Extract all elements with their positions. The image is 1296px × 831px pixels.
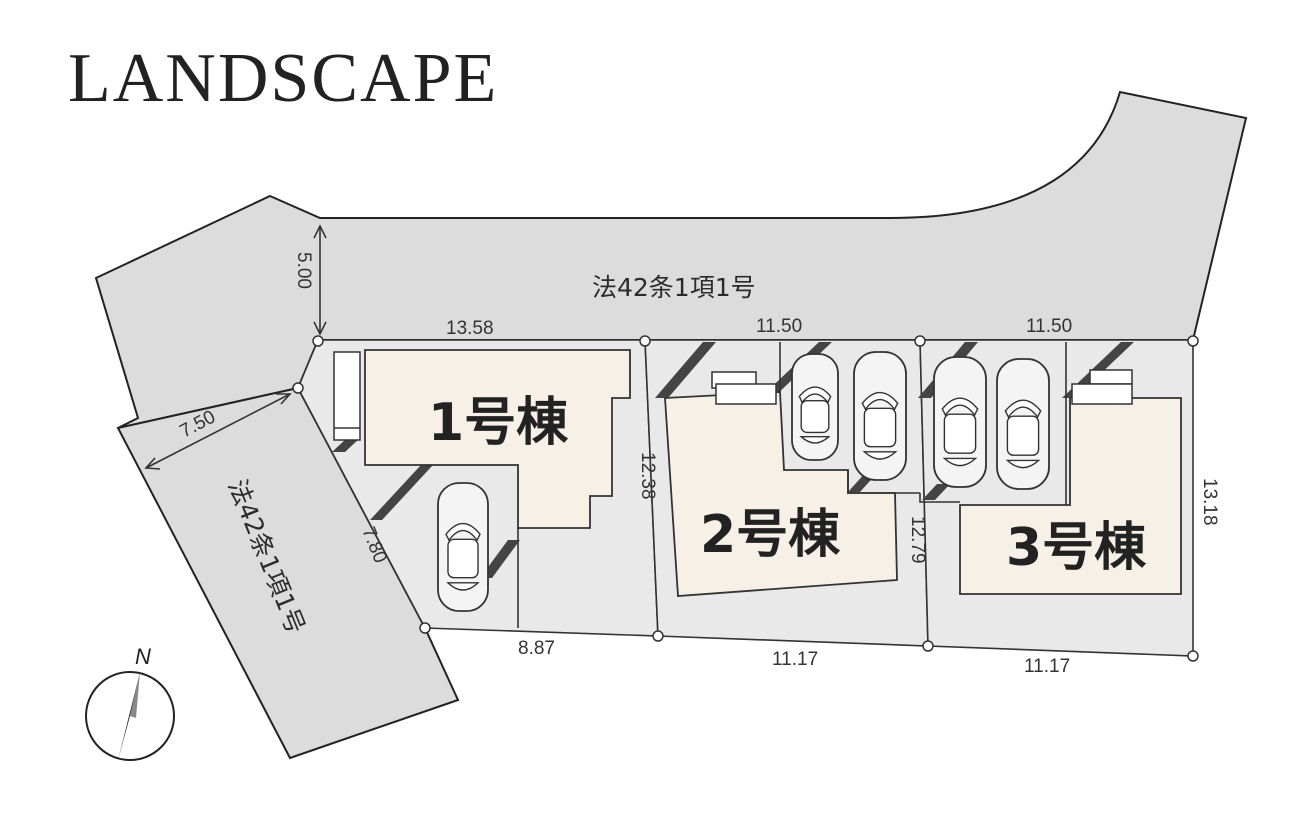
dim-lot3-left: 12.79 xyxy=(907,516,928,564)
dim-road-north: 5.00 xyxy=(293,252,314,289)
dim-lot2-left: 12.38 xyxy=(637,452,658,500)
page-title: LANDSCAPE xyxy=(68,40,498,117)
car-icon xyxy=(933,356,987,488)
dim-arrow-west-road xyxy=(144,393,292,470)
storage-lot-1 xyxy=(333,351,361,441)
compass-needle-icon xyxy=(118,672,140,760)
boundary-points xyxy=(292,335,1199,662)
dim-lot3-top: 11.50 xyxy=(1026,316,1072,337)
cars xyxy=(437,351,1050,612)
compass-north-label: N xyxy=(135,644,151,669)
dim-lot1-top: 13.58 xyxy=(446,318,494,339)
west-road xyxy=(116,386,460,760)
dim-lot2-bottom: 11.17 xyxy=(772,649,818,670)
house-3-label: 3号棟 xyxy=(1006,518,1147,578)
house-2-label: 2号棟 xyxy=(700,505,841,565)
house-1-label: 1号棟 xyxy=(428,393,569,453)
north-road-label: 法42条1項1号 xyxy=(592,273,756,302)
car-icon xyxy=(853,351,907,481)
car-icon xyxy=(996,358,1050,490)
car-icon xyxy=(791,353,839,461)
entrance-step-3 xyxy=(1089,369,1133,385)
house-1 xyxy=(364,349,631,529)
compass: N xyxy=(85,644,175,761)
dim-lot1-bottom: 8.87 xyxy=(518,638,555,659)
dim-arrow-north-road xyxy=(313,224,327,336)
car-icon xyxy=(437,482,489,612)
house-3 xyxy=(959,397,1182,595)
dim-lot3-bottom: 11.17 xyxy=(1024,656,1070,677)
dim-lot2-top: 11.50 xyxy=(756,316,802,337)
dim-lot3-right: 13.18 xyxy=(1199,478,1220,526)
